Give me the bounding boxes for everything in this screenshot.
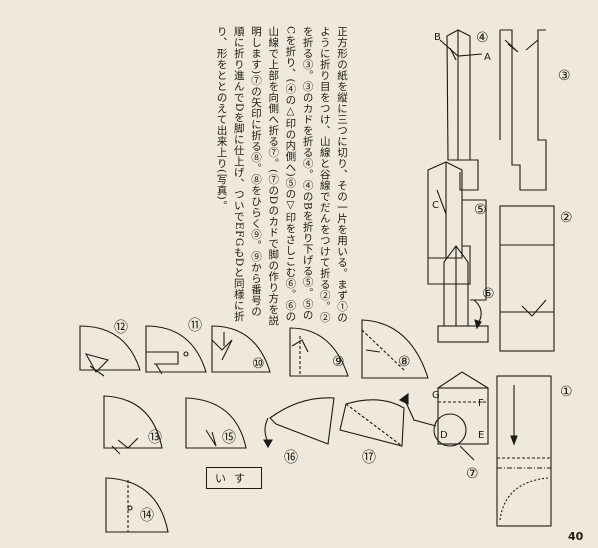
top-fold	[437, 371, 489, 389]
title-label: いす	[215, 472, 253, 485]
step-number: ④	[476, 30, 489, 46]
step-12-diagram: ⑫	[79, 320, 141, 377]
quarter-fan	[289, 327, 349, 377]
folded-fan	[269, 397, 335, 445]
fold-point	[127, 505, 133, 511]
folded-block	[437, 387, 489, 445]
base-block	[437, 325, 489, 343]
step-number: ⑤	[474, 202, 487, 218]
letter-d: D	[440, 430, 448, 441]
base-fold	[427, 245, 471, 285]
step-number: ⑩	[252, 356, 265, 372]
letter-a: A	[484, 52, 491, 63]
quarter-fan	[211, 325, 271, 373]
letter-f: F	[478, 398, 484, 409]
step-number: ⑨	[332, 354, 345, 370]
fold-arrow	[504, 39, 519, 53]
step-number: ⑦	[466, 466, 479, 482]
quarter-fan	[185, 397, 247, 449]
strip-outline	[496, 375, 552, 527]
quarter-fan	[105, 477, 169, 533]
quarter-fan	[361, 319, 429, 379]
step-number: ⑰	[362, 450, 376, 466]
step-number: ⑫	[114, 320, 128, 336]
fold-line	[345, 403, 403, 447]
leg-fold	[146, 351, 179, 365]
fold-arrow	[155, 363, 163, 375]
step-number: ⑯	[284, 450, 298, 466]
right-panel	[462, 199, 487, 301]
folded-fan	[339, 399, 405, 447]
letter-c: C	[432, 200, 439, 211]
step-number: ③	[558, 68, 571, 84]
step-number: ⑭	[140, 508, 154, 524]
folded-point	[443, 245, 469, 327]
step-number: ⑬	[148, 430, 162, 446]
detail-circle	[433, 413, 467, 447]
leg-fold	[84, 353, 110, 373]
quarter-fan	[79, 325, 141, 371]
folded-tower	[446, 29, 471, 161]
step-number: ⑮	[222, 430, 236, 446]
step-4-diagram: B A ④	[434, 29, 491, 191]
fold-arrow	[264, 417, 269, 443]
arrow-head	[474, 319, 482, 330]
step-number: ②	[560, 210, 573, 226]
step-10-diagram: ⑩	[211, 325, 271, 373]
fold-arrow	[525, 39, 539, 51]
fold-arrow	[459, 445, 475, 461]
step-15-diagram: ⑮	[185, 397, 247, 449]
arrow-head	[510, 435, 518, 446]
step-1-diagram: ①	[496, 375, 573, 527]
leg-fold	[205, 429, 217, 447]
curved-fold-line	[499, 477, 549, 521]
step-number: ⑪	[188, 318, 202, 334]
corner-fold	[439, 39, 483, 57]
step-16-diagram: ⑯	[263, 397, 335, 466]
arrow-head	[398, 392, 409, 405]
leg-fold	[117, 437, 139, 449]
folded-tower	[427, 161, 463, 259]
step-13-diagram: ⑬	[103, 395, 163, 455]
foot-fold	[459, 159, 479, 191]
letter-b: B	[434, 32, 441, 43]
fold-arrow	[89, 365, 105, 377]
quarter-fan	[145, 325, 207, 373]
step-number: ⑥	[482, 286, 495, 302]
step-3-diagram: ③	[499, 29, 571, 191]
fold-arrow	[449, 47, 457, 61]
title-label-box: いす	[206, 467, 262, 489]
step-7-diagram: G F D E ⑦	[398, 371, 489, 482]
step-9-diagram: ⑨	[289, 327, 349, 377]
step-14-diagram: ⑭	[105, 477, 169, 533]
arrow-head	[263, 439, 273, 449]
step-6-diagram: ⑥	[437, 245, 495, 343]
step-11-diagram: ⑪	[145, 318, 207, 375]
step-2-diagram: ②	[499, 205, 573, 352]
quarter-fan	[103, 395, 163, 449]
step-number: ⑧	[398, 354, 411, 370]
fold-detail	[211, 339, 233, 361]
fold-arrow	[111, 445, 121, 455]
tuck-mark	[521, 299, 547, 317]
folded-strip	[500, 29, 547, 191]
letter-e: E	[478, 430, 484, 441]
page-number: 40	[568, 530, 584, 543]
fold-arrow	[403, 397, 437, 427]
step-8-diagram: ⑧	[361, 319, 429, 379]
step-17-diagram: ⑰	[339, 399, 405, 466]
fold-arrow	[365, 349, 381, 353]
fold-arrow	[436, 189, 447, 215]
step-number: ①	[560, 384, 573, 400]
fold-point	[183, 351, 189, 357]
strip-outline	[499, 205, 555, 352]
step-5-diagram: C ⑤	[427, 161, 487, 301]
letter-g: G	[432, 390, 440, 401]
fold-arrow	[291, 339, 309, 353]
instructions-text: 正方形の紙を縦に三つに切り、その一片を用いる。まず①のように折り目をつけ、山線と…	[215, 26, 348, 326]
